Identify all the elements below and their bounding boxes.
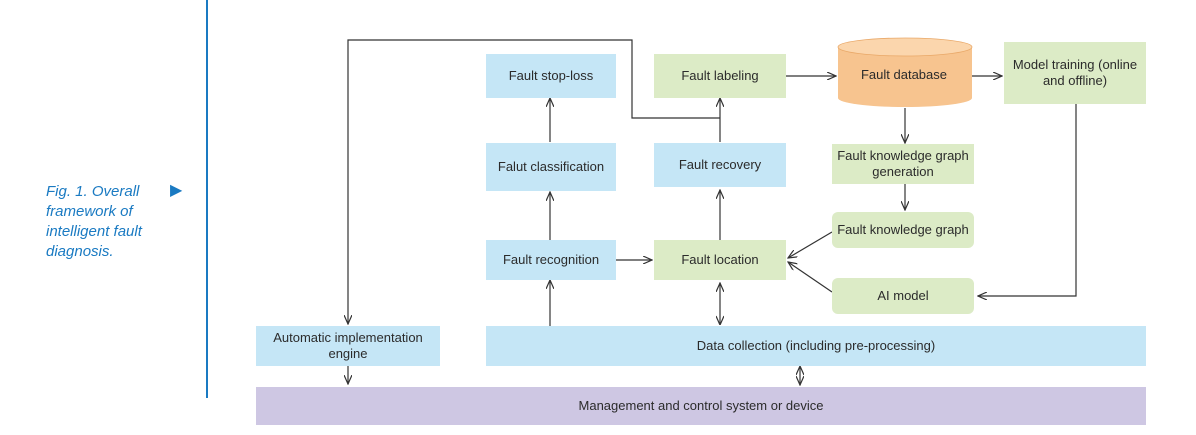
fault-database-label: Fault database	[860, 67, 947, 82]
fault-recognition-box: Fault recognition	[486, 240, 616, 280]
fault-recovery-box: Fault recovery	[654, 143, 786, 187]
caption-arrow-icon: ▶	[170, 182, 183, 199]
model-training-box: Model training (online and offline)	[1004, 42, 1146, 104]
data-collection-box: Data collection (including pre-processin…	[486, 326, 1146, 366]
management-bar: Management and control system or device	[256, 387, 1146, 425]
ai-model-box: AI model	[832, 278, 974, 314]
figure-caption: Fig. 1. Overall framework of intelligent…	[46, 183, 142, 260]
edge-aimodel-location	[788, 262, 833, 293]
fault-location-box: Fault location	[654, 240, 786, 280]
falut-classification-box: Falut classification	[486, 143, 616, 191]
caption-divider	[206, 0, 208, 398]
automatic-engine-box: Automatic implementation engine	[256, 326, 440, 366]
fault-database-cylinder	[837, 37, 973, 107]
fault-labeling-box: Fault labeling	[654, 54, 786, 98]
fault-kg-box: Fault knowledge graph	[832, 212, 974, 248]
edge-training-aimodel	[978, 104, 1077, 296]
edge-loop-engine	[348, 39, 720, 324]
fault-stop-loss-box: Fault stop-loss	[486, 54, 616, 98]
edge-kg-location	[788, 231, 833, 258]
fault-kg-generation-box: Fault knowledge graph generation	[832, 144, 974, 184]
